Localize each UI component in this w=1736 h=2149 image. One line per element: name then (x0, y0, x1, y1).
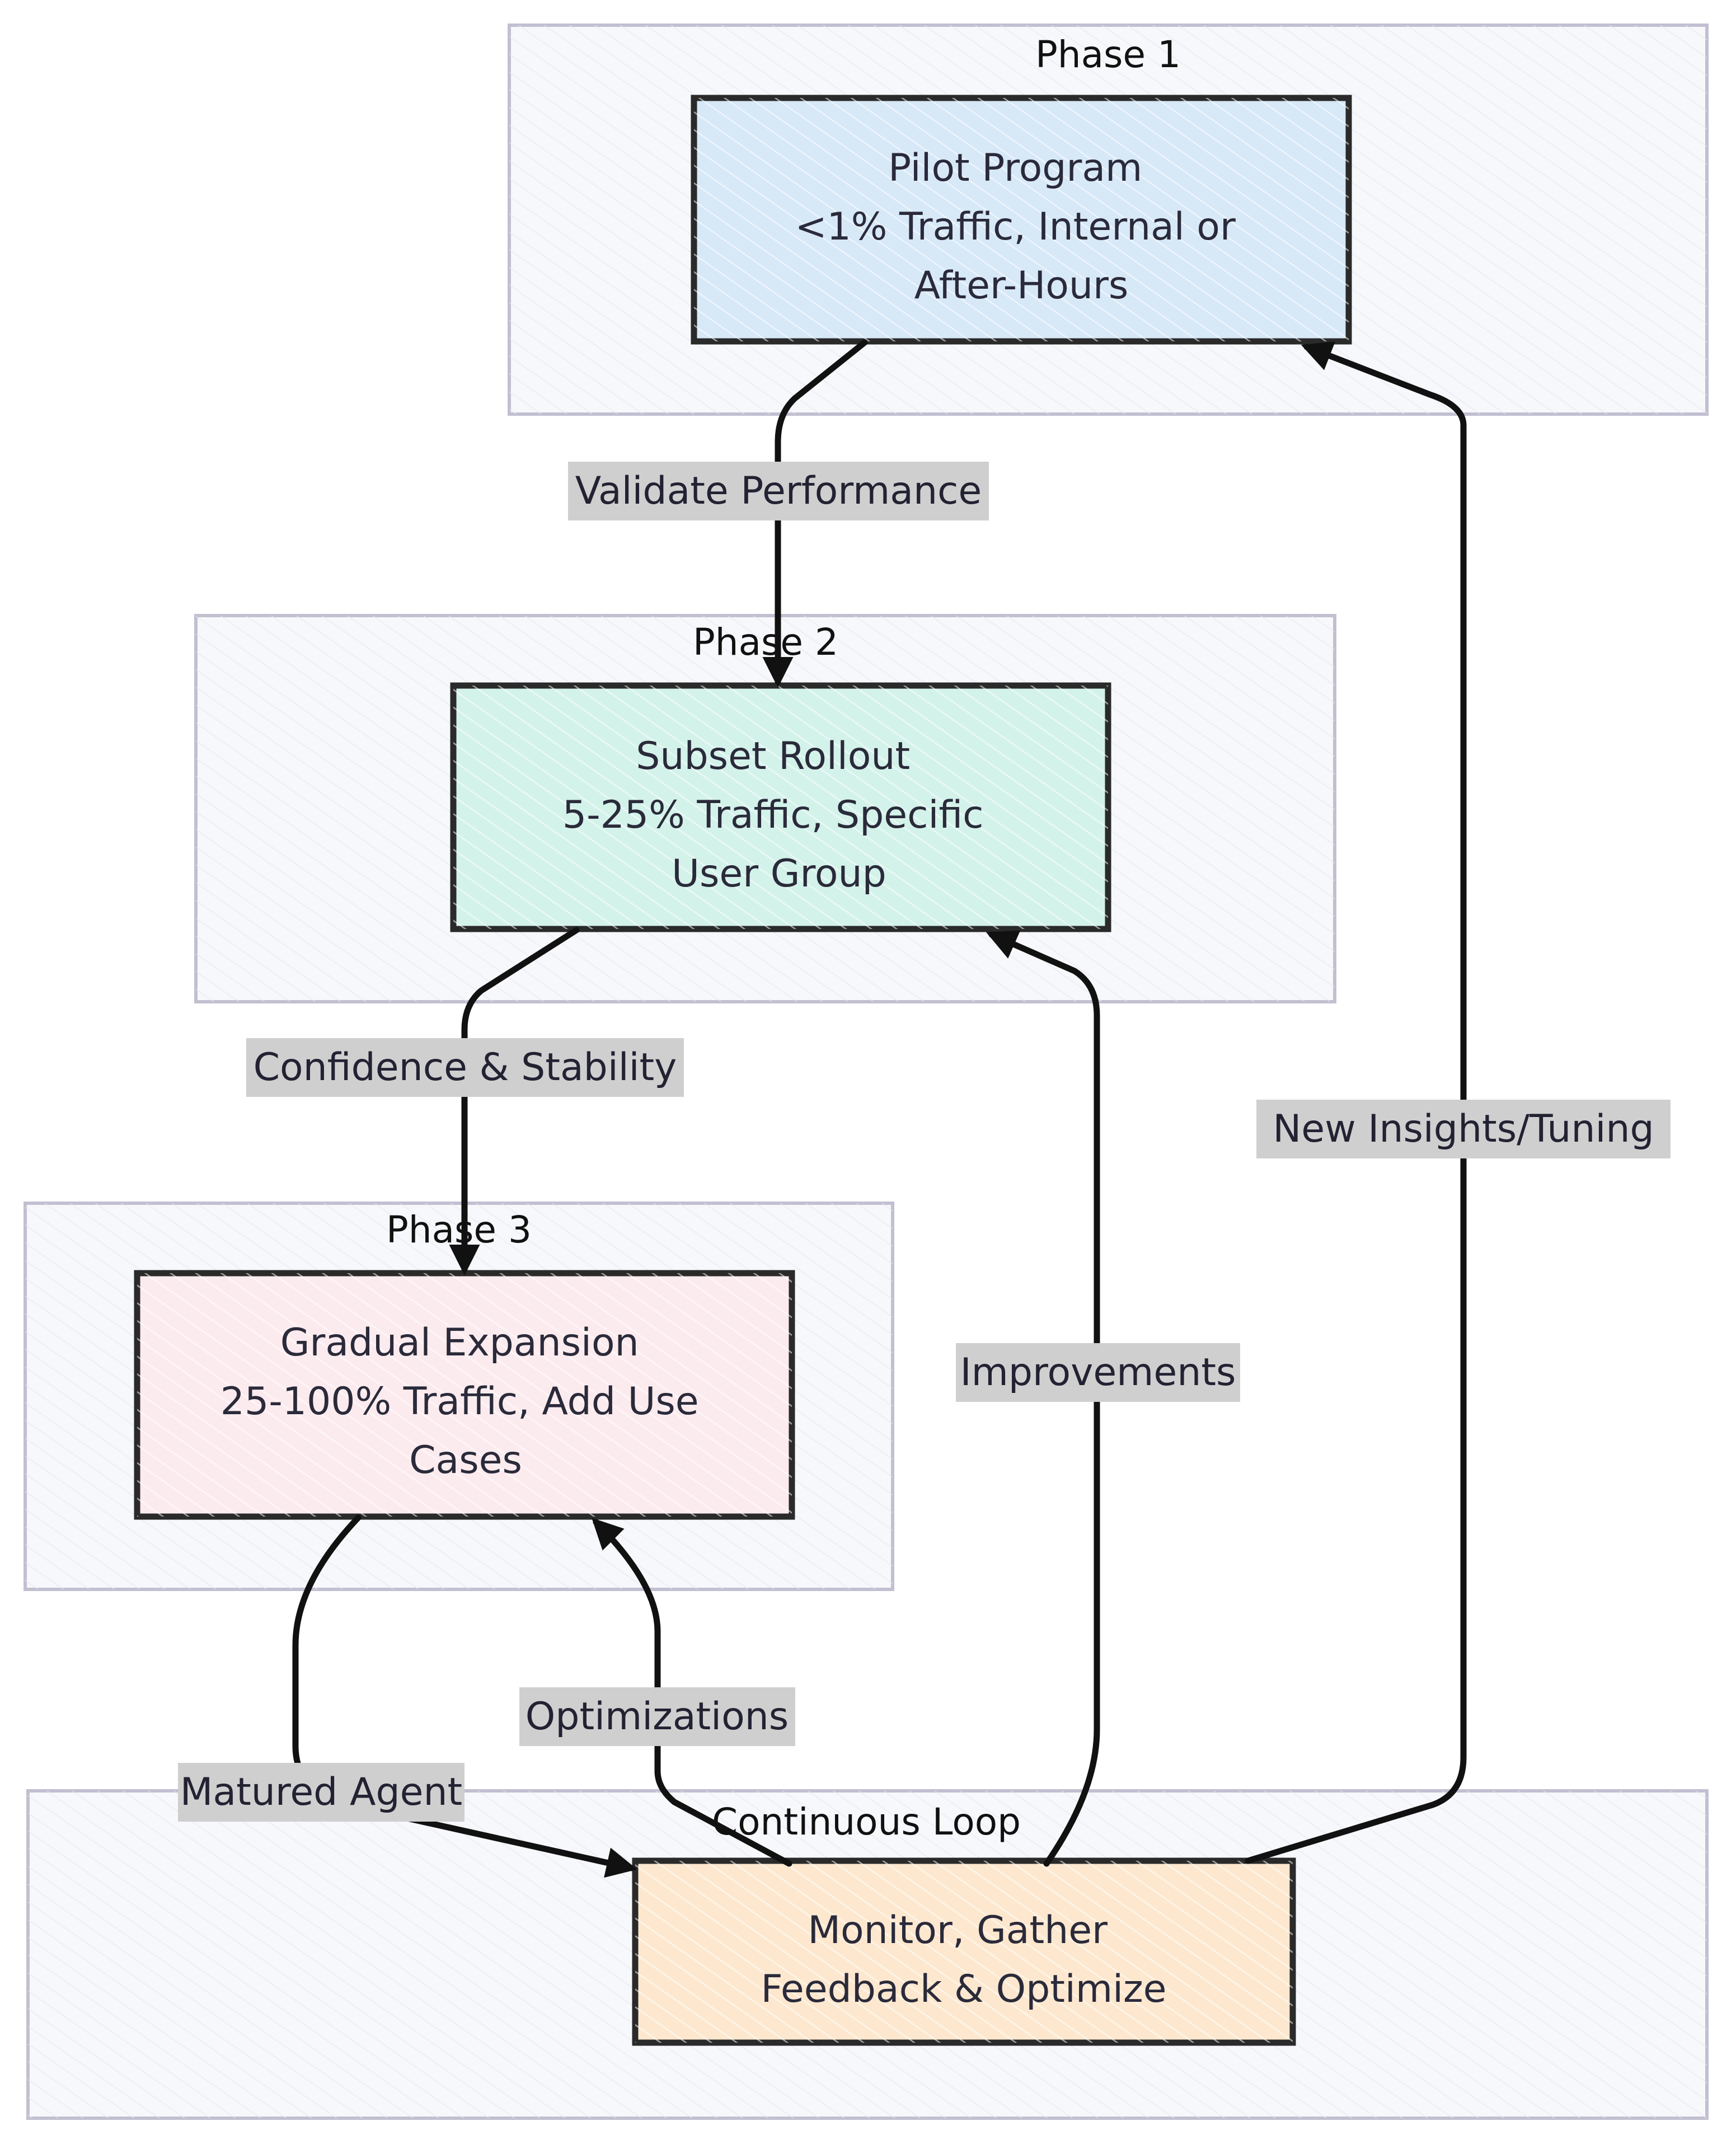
node-monitor-feedback[interactable]: Monitor, Gather Feedback & Optimize (632, 1857, 1296, 2046)
edge-label-validate-performance: Validate Performance (568, 462, 989, 520)
edge-validate-performance (762, 339, 868, 688)
cluster-title: Phase 3 (386, 1208, 532, 1251)
cluster-title: Phase 1 (1035, 33, 1181, 76)
edge-new-insights (1245, 341, 1467, 1864)
edge-label-optimizations: Optimizations (519, 1687, 795, 1746)
edge-label-text: Validate Performance (575, 469, 982, 513)
edge-label-text: New Insights/Tuning (1273, 1107, 1654, 1151)
node-subset-rollout[interactable]: Subset Rollout 5-25% Traffic, Specific U… (450, 682, 1111, 932)
edge-confidence-stability (449, 927, 580, 1275)
cluster-title: Continuous Loop (712, 1800, 1021, 1843)
edge-label-text: Confidence & Stability (254, 1045, 677, 1090)
node-label: Subset Rollout 5-25% Traffic, Specific U… (562, 734, 996, 896)
edge-label-text: Matured Agent (180, 1770, 462, 1814)
cluster-phase-1: Phase 1 (508, 24, 1709, 416)
node-pilot-program[interactable]: Pilot Program <1% Traffic, Internal or A… (691, 95, 1352, 345)
edge-optimizations (592, 1518, 792, 1867)
cluster-title: Phase 2 (693, 621, 838, 664)
edge-label-confidence-stability: Confidence & Stability (246, 1038, 684, 1097)
edge-label-text: Improvements (960, 1350, 1236, 1395)
node-label: Gradual Expansion 25-100% Traffic, Add U… (220, 1321, 711, 1482)
edge-label-matured-agent: Matured Agent (178, 1763, 465, 1822)
edge-label-improvements: Improvements (956, 1343, 1240, 1402)
edge-label-text: Optimizations (526, 1695, 789, 1739)
edge-label-new-insights: New Insights/Tuning (1256, 1100, 1671, 1158)
edge-improvements (986, 930, 1100, 1867)
node-label: Pilot Program <1% Traffic, Internal or A… (795, 146, 1248, 308)
node-gradual-expansion[interactable]: Gradual Expansion 25-100% Traffic, Add U… (134, 1270, 795, 1520)
node-label: Monitor, Gather Feedback & Optimize (761, 1908, 1167, 2011)
